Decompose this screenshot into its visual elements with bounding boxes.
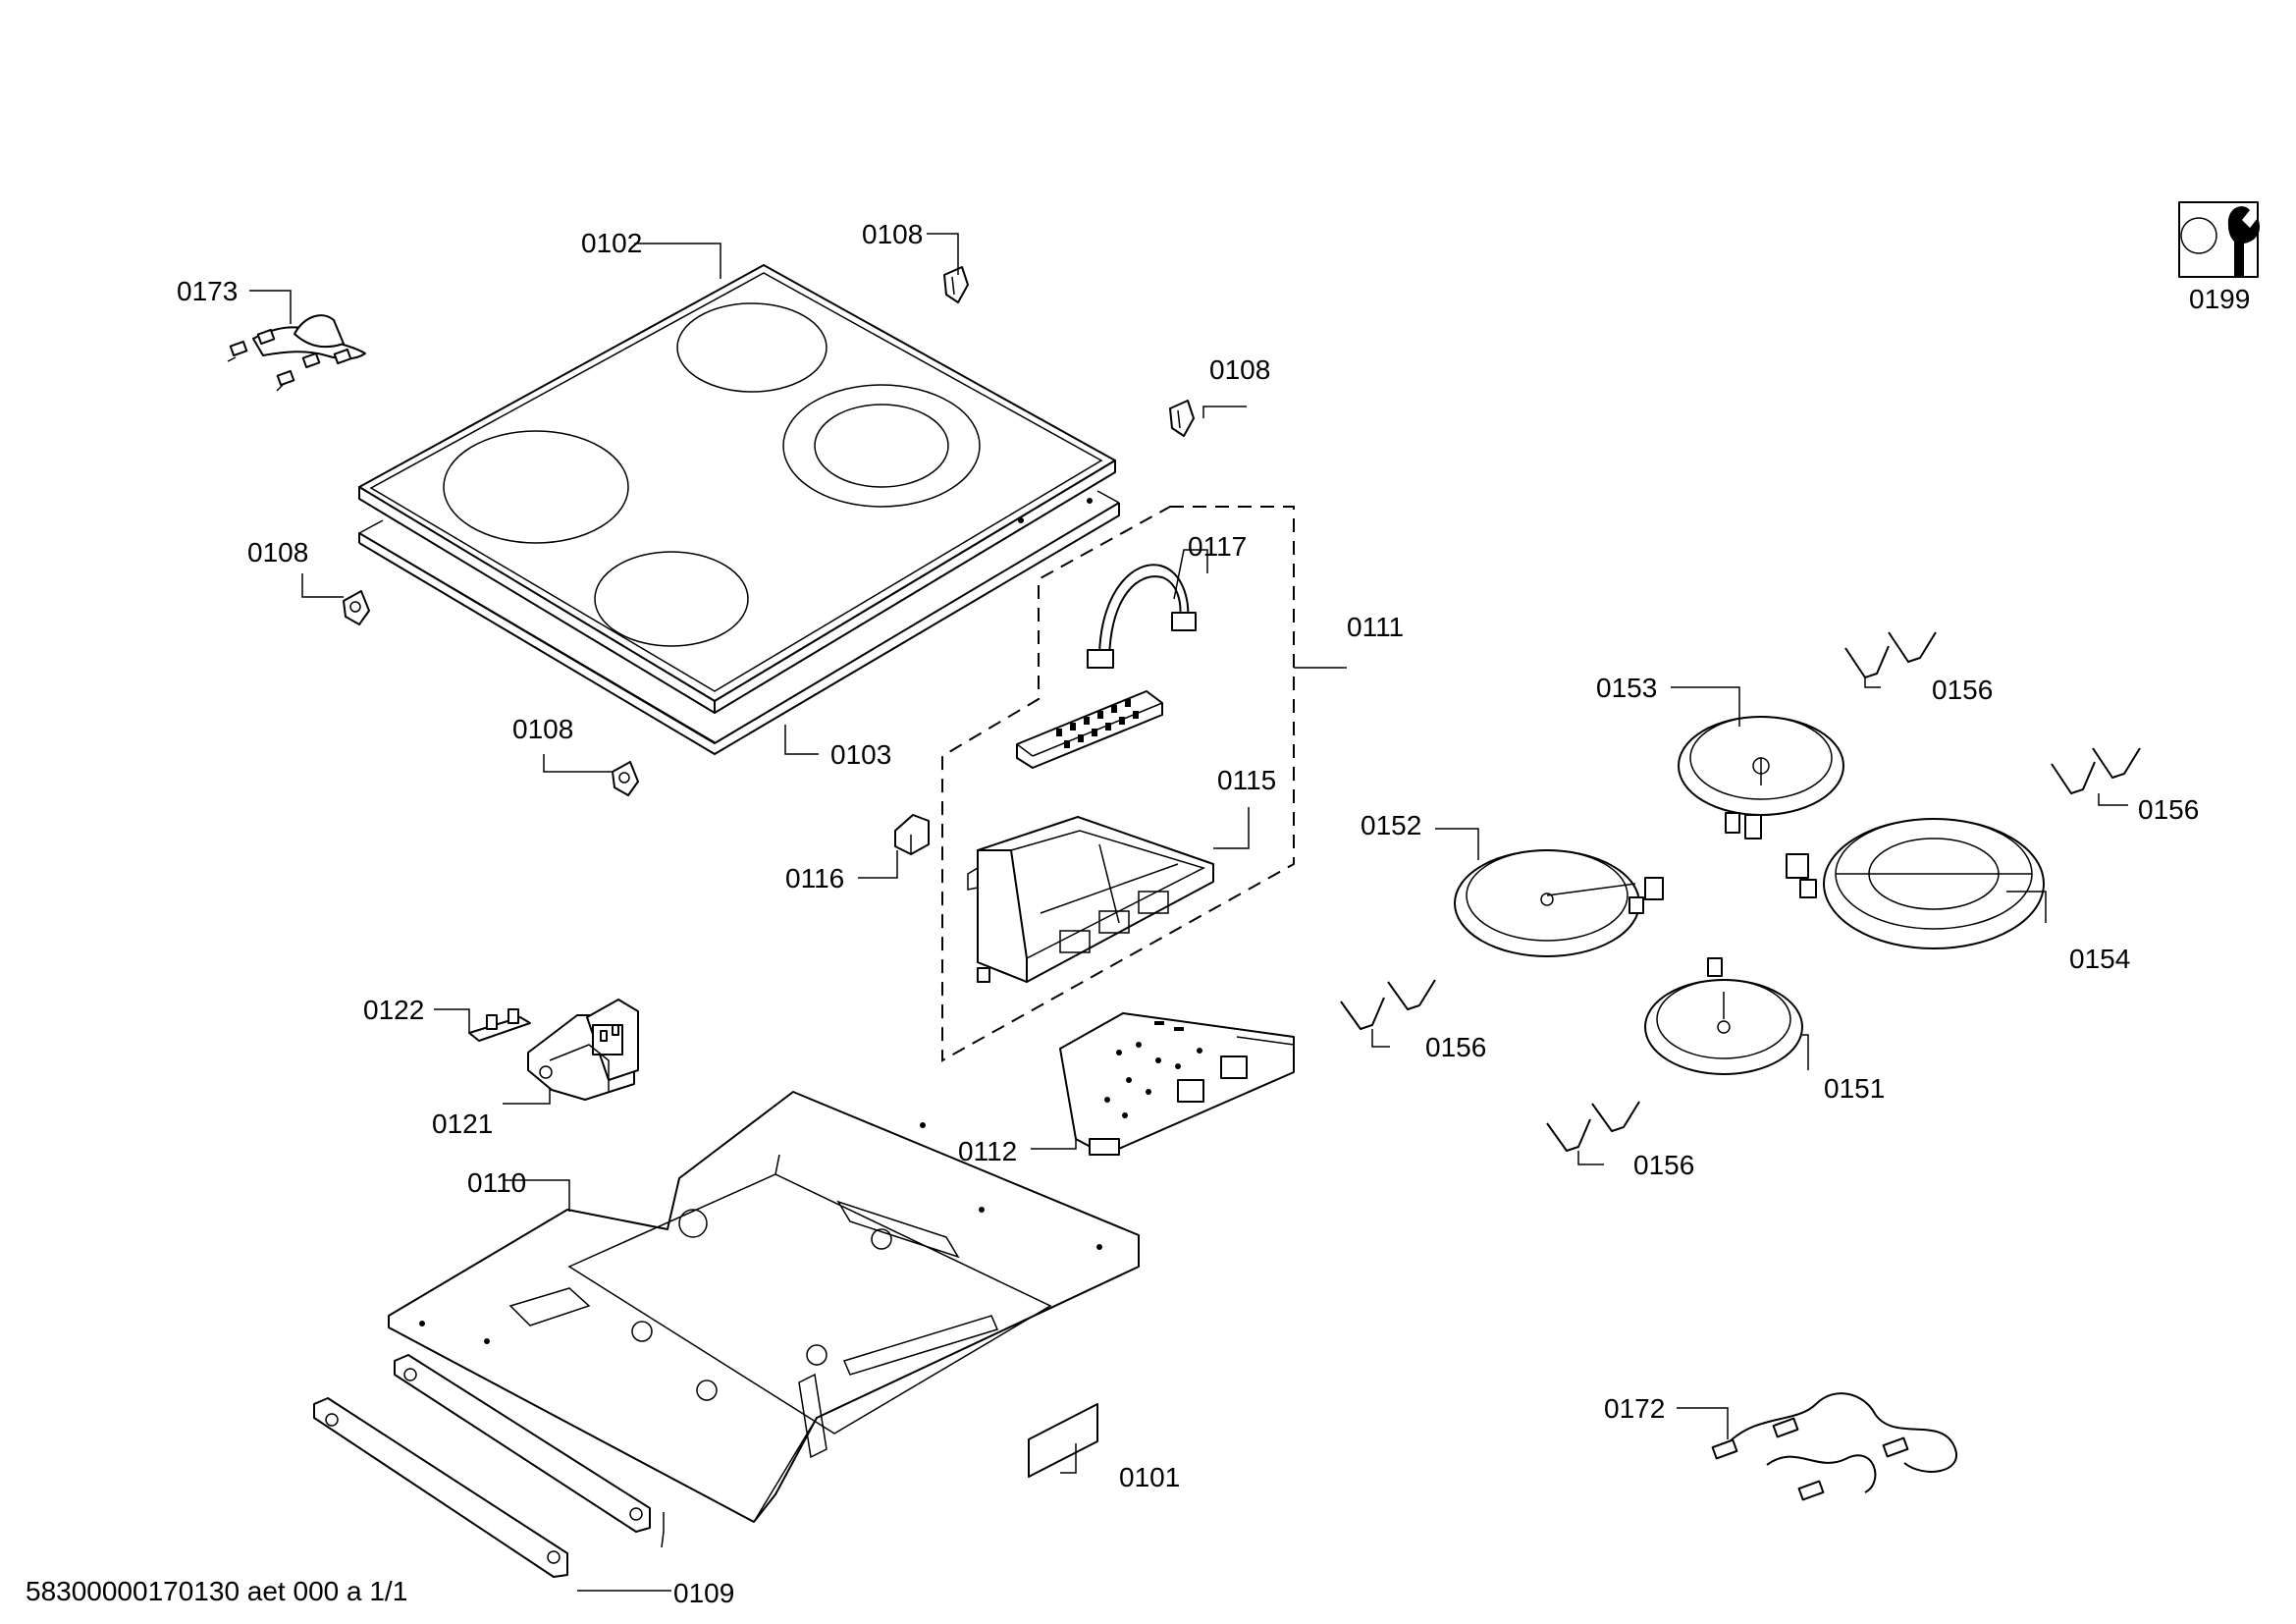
label-0110: 0110 bbox=[467, 1167, 526, 1198]
label-0152: 0152 bbox=[1361, 810, 1421, 840]
label-0103: 0103 bbox=[830, 739, 891, 770]
label-0117: 0117 bbox=[1188, 531, 1247, 562]
label-0156-a: 0156 bbox=[1932, 675, 1993, 705]
heating-element-0154 bbox=[1786, 818, 2045, 949]
label-0101: 0101 bbox=[1119, 1462, 1180, 1492]
label-0112: 0112 bbox=[958, 1136, 1017, 1166]
housing-0115 bbox=[967, 816, 1214, 983]
label-0156-d: 0156 bbox=[1633, 1150, 1694, 1180]
label-0122: 0122 bbox=[363, 995, 424, 1025]
label-0154: 0154 bbox=[2069, 944, 2130, 974]
bracket-0108-right bbox=[1169, 400, 1195, 437]
label-0121: 0121 bbox=[432, 1109, 493, 1139]
glass-cooktop bbox=[358, 264, 1116, 714]
heating-element-0153 bbox=[1678, 716, 1844, 839]
label-0111: 0111 bbox=[1347, 612, 1404, 642]
cable-set-0172 bbox=[1711, 1392, 1958, 1501]
bracket-0108-bottom bbox=[612, 761, 639, 796]
assembly-outline-0111 bbox=[941, 506, 1295, 1062]
control-pcb bbox=[1016, 690, 1163, 769]
bracket-0108-left bbox=[343, 590, 370, 625]
label-0109: 0109 bbox=[673, 1578, 734, 1608]
clip-set-0173 bbox=[227, 314, 366, 392]
mounting-rail-0109 bbox=[313, 1354, 651, 1578]
callout-labels: 0102 0108 0173 0108 0108 0108 0103 0111 … bbox=[26, 219, 2250, 1608]
terminal-block-0121 bbox=[527, 999, 639, 1101]
bottom-housing-0110 bbox=[388, 1091, 1140, 1523]
spring-clips-0156-c bbox=[1340, 979, 1436, 1030]
label-0116: 0116 bbox=[785, 863, 844, 893]
label-0151: 0151 bbox=[1824, 1073, 1885, 1104]
label-0173: 0173 bbox=[177, 276, 238, 306]
bracket-0108-top bbox=[943, 266, 969, 303]
label-0102: 0102 bbox=[581, 228, 642, 258]
heating-element-0151 bbox=[1644, 957, 1803, 1075]
spring-clips-0156-d bbox=[1546, 1101, 1640, 1152]
label-0199: 0199 bbox=[2189, 284, 2250, 314]
power-board-0112 bbox=[1059, 1012, 1295, 1156]
label-0108-bottom: 0108 bbox=[512, 714, 573, 744]
ribbon-cable-0117 bbox=[1087, 564, 1197, 669]
label-0156-b: 0156 bbox=[2138, 794, 2199, 825]
heating-element-0152 bbox=[1454, 849, 1664, 957]
spring-clips-0156-b bbox=[2051, 747, 2141, 794]
footer-document-id: 58300000170130 aet 000 a 1/1 bbox=[26, 1576, 407, 1606]
label-0153: 0153 bbox=[1596, 673, 1657, 703]
label-0115: 0115 bbox=[1217, 765, 1276, 795]
label-0156-c: 0156 bbox=[1425, 1032, 1486, 1062]
label-0108-right: 0108 bbox=[1209, 354, 1270, 385]
label-0172: 0172 bbox=[1604, 1393, 1665, 1424]
rating-plate-0101 bbox=[1028, 1403, 1098, 1478]
spring-clips-0156-a bbox=[1844, 631, 1937, 678]
label-0108-top: 0108 bbox=[862, 219, 923, 249]
label-0108-left: 0108 bbox=[247, 537, 308, 568]
leader-lines bbox=[249, 233, 2128, 1592]
clip-0116 bbox=[894, 814, 930, 855]
bracket-0122 bbox=[468, 1008, 531, 1042]
frame-gasket bbox=[358, 490, 1120, 755]
service-wrench-icon bbox=[2178, 201, 2261, 278]
